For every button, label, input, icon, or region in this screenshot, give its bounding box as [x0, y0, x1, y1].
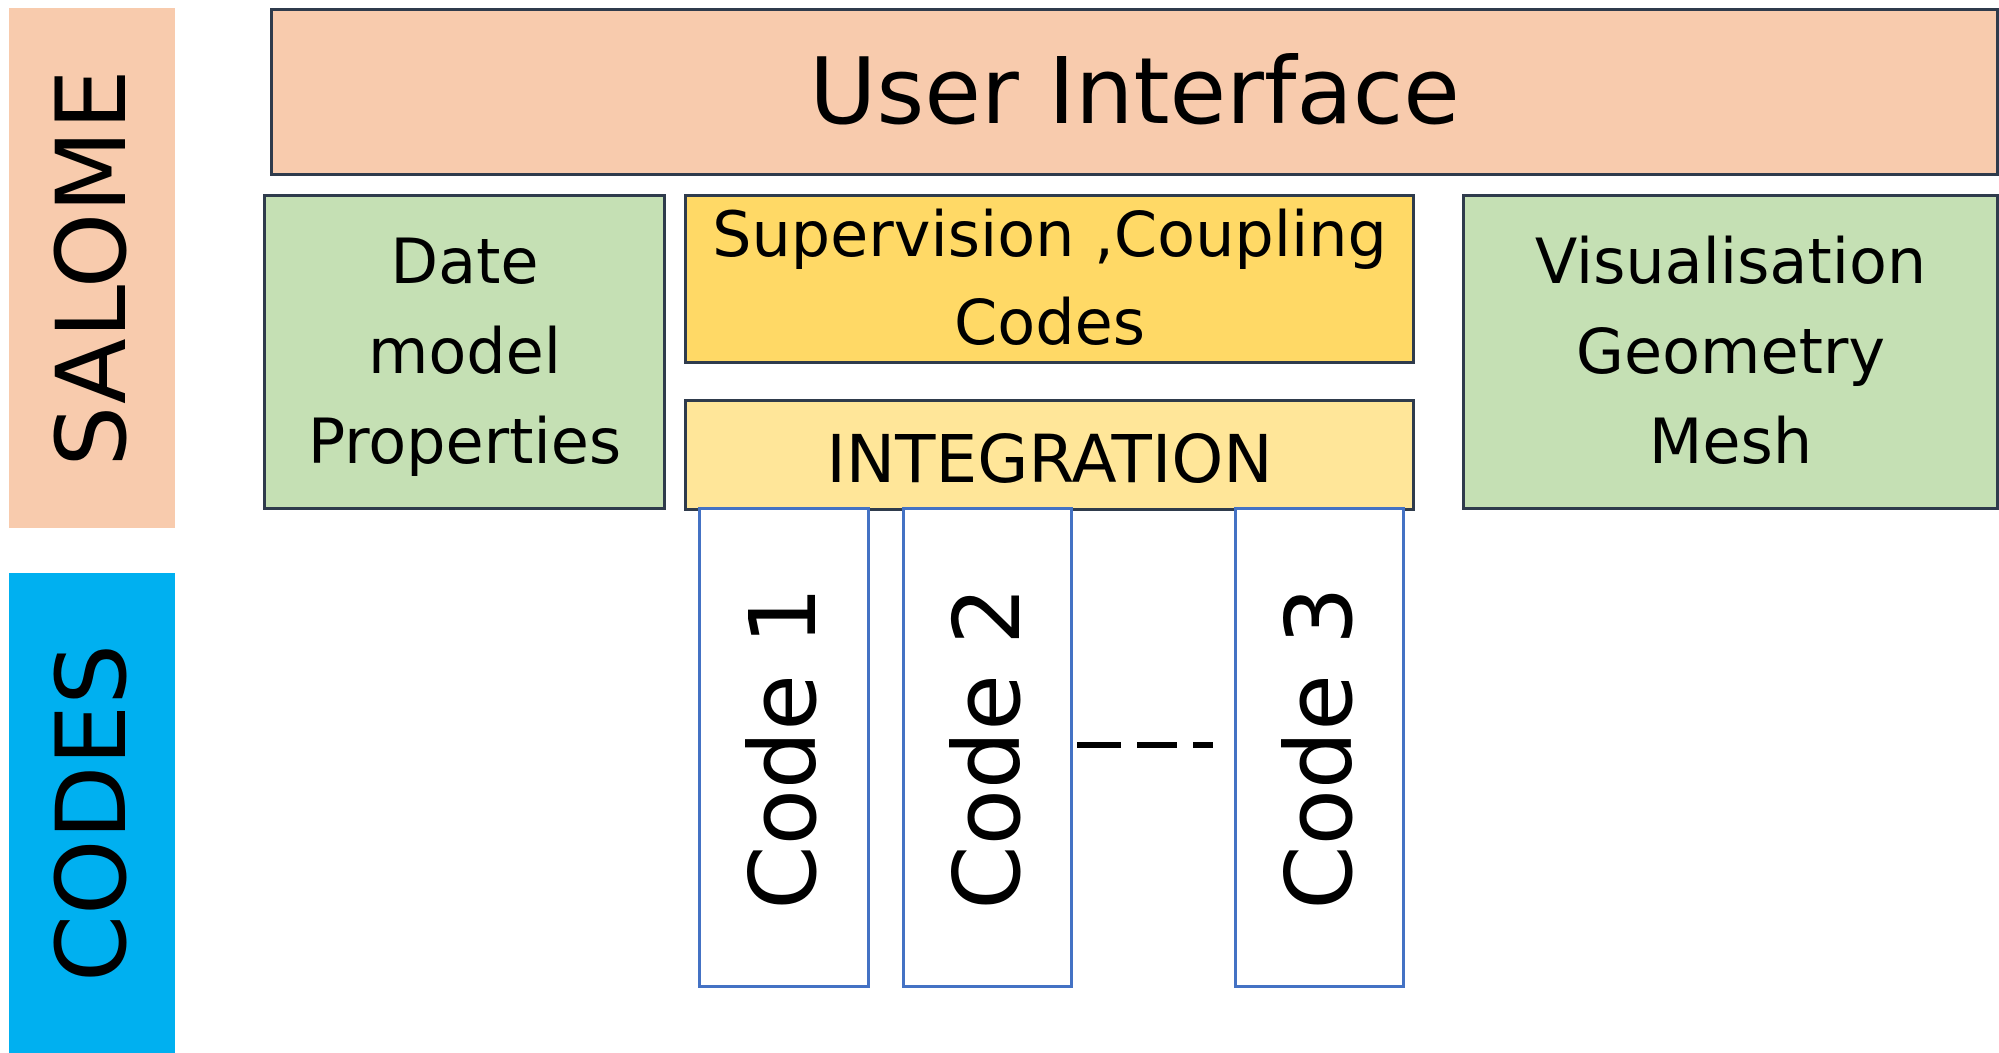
- supervision-line-1: Supervision ,Coupling: [712, 198, 1387, 271]
- integration-box: INTEGRATION: [684, 399, 1415, 511]
- code-2-label: Code 2: [933, 585, 1041, 910]
- code-box-2: Code 2: [902, 507, 1073, 988]
- visualisation-box: Visualisation Geometry Mesh: [1462, 194, 1999, 510]
- code-1-label: Code 1: [730, 585, 837, 910]
- code-box-1: Code 1: [698, 507, 870, 988]
- data-model-box: Date model Properties: [263, 194, 666, 510]
- visualisation-line-1: Visualisation: [1534, 225, 1927, 298]
- supervision-line-2: Codes: [953, 286, 1146, 359]
- visualisation-line-2: Geometry: [1575, 315, 1886, 388]
- visualisation-text: Visualisation Geometry Mesh: [1535, 217, 1926, 487]
- code-3-label: Code 3: [1265, 585, 1373, 910]
- supervision-box: Supervision ,Coupling Codes: [684, 194, 1415, 364]
- codes-label: CODES: [36, 643, 148, 983]
- salome-label: SALOME: [36, 69, 148, 467]
- supervision-text: Supervision ,Coupling Codes: [712, 191, 1387, 367]
- data-model-line-2: model: [367, 315, 562, 388]
- visualisation-line-3: Mesh: [1648, 405, 1813, 478]
- integration-label: INTEGRATION: [826, 421, 1273, 498]
- codes-bar: CODES: [9, 573, 175, 1053]
- data-model-line-1: Date: [390, 225, 539, 298]
- user-interface-label: User Interface: [809, 38, 1460, 145]
- data-model-text: Date model Properties: [308, 217, 621, 487]
- data-model-line-3: Properties: [307, 405, 622, 478]
- salome-bar: SALOME: [9, 8, 175, 528]
- dashed-connector: [1077, 742, 1213, 748]
- code-box-3: Code 3: [1234, 507, 1405, 988]
- user-interface-box: User Interface: [270, 8, 1999, 176]
